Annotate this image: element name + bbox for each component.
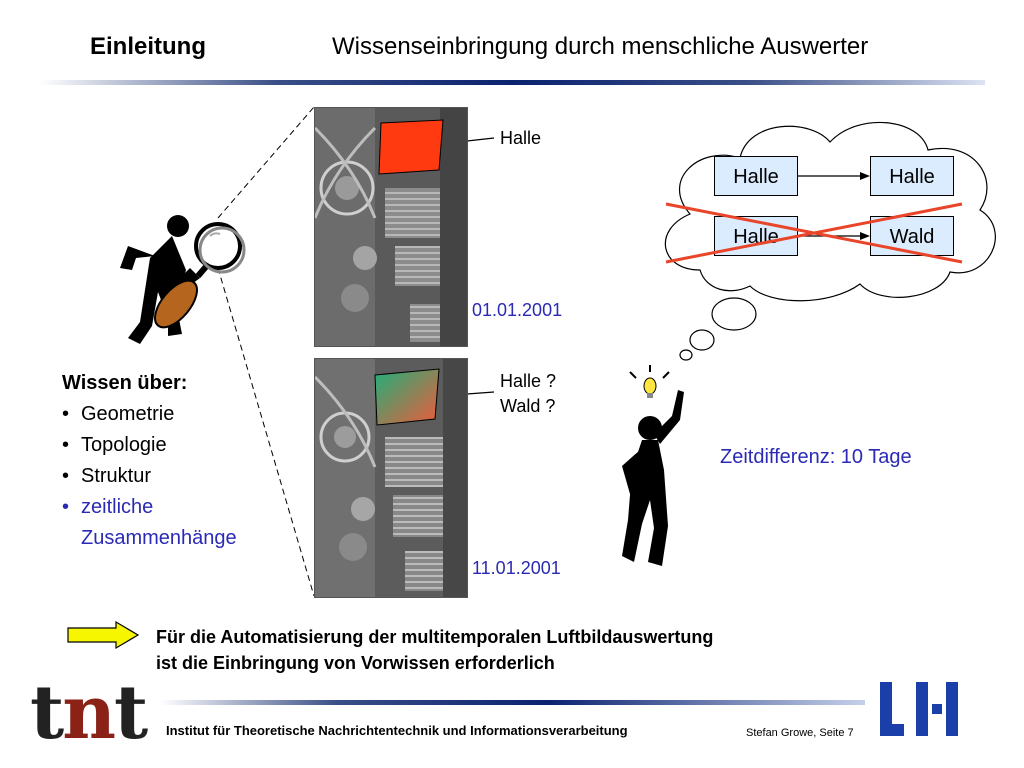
date-bottom: 11.01.2001 bbox=[472, 558, 561, 578]
knowledge-item: Geometrie bbox=[62, 399, 237, 430]
conclusion-text: Für die Automatisierung der multitempora… bbox=[156, 624, 713, 676]
conclusion-line2: ist die Einbringung von Vorwissen erford… bbox=[156, 653, 555, 673]
footer-author-page: Stefan Growe, Seite 7 bbox=[746, 727, 854, 739]
logo-letter-n: n bbox=[62, 670, 116, 756]
idea-figure-icon bbox=[622, 365, 684, 566]
label-top: Halle bbox=[500, 128, 542, 148]
box-row1-from: Halle bbox=[714, 156, 798, 196]
knowledge-item: Struktur bbox=[62, 461, 237, 492]
box-row2-to: Wald bbox=[870, 216, 954, 256]
aerial-image-bottom bbox=[314, 358, 468, 598]
conclusion-line1: Für die Automatisierung der multitempora… bbox=[156, 627, 714, 647]
logo-letter-t2: t bbox=[114, 670, 148, 756]
label-bottom: Halle ? Wald ? bbox=[500, 369, 556, 419]
tnt-logo: tnt bbox=[30, 676, 148, 750]
aerial-image-top bbox=[314, 107, 468, 347]
magnifier-figure-icon bbox=[120, 215, 246, 344]
knowledge-item: Topologie bbox=[62, 430, 237, 461]
logo-letter-t1: t bbox=[30, 670, 64, 756]
date-top: 01.01.2001 bbox=[472, 300, 563, 320]
projection-lines bbox=[217, 106, 315, 597]
knowledge-list: Wissen über: Geometrie Topologie Struktu… bbox=[62, 372, 237, 554]
uncertain-region bbox=[374, 368, 440, 426]
knowledge-item-highlighted: zeitliche Zusammenhänge bbox=[62, 492, 237, 554]
title-divider bbox=[40, 80, 985, 85]
highlight-line2: Zusammenhänge bbox=[81, 527, 237, 549]
time-difference: Zeitdifferenz: 10 Tage bbox=[720, 446, 912, 468]
footer-institute: Institut für Theoretische Nachrichtentec… bbox=[166, 723, 628, 738]
luh-logo-icon bbox=[880, 682, 958, 736]
hall-region bbox=[378, 119, 444, 175]
arrow-right-icon bbox=[67, 620, 140, 650]
section-title: Einleitung bbox=[90, 33, 206, 60]
knowledge-heading: Wissen über: bbox=[62, 372, 188, 394]
cross-out-mark bbox=[665, 202, 963, 264]
label-bottom-line2: Wald ? bbox=[500, 396, 556, 416]
highlight-line1: zeitliche bbox=[81, 496, 154, 518]
footer-divider bbox=[160, 700, 865, 705]
slide-title: Wissenseinbringung durch menschliche Aus… bbox=[332, 33, 869, 60]
label-bottom-line1: Halle ? bbox=[500, 371, 557, 391]
box-row1-to: Halle bbox=[870, 156, 954, 196]
